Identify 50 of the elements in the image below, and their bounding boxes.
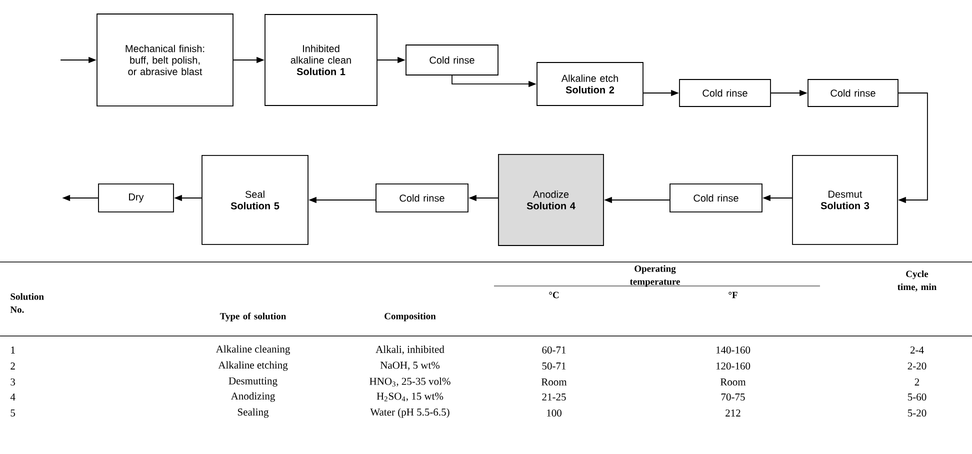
table-header: Composition bbox=[384, 312, 436, 322]
table-cell: 1 bbox=[11, 346, 15, 354]
table-cell: 21-25 bbox=[542, 393, 566, 401]
table-cell: 140-160 bbox=[716, 346, 750, 354]
table-cell: 3 bbox=[10, 378, 16, 386]
process-box: Cold rinse bbox=[376, 184, 468, 212]
table-cell: Alkaline cleaning bbox=[216, 345, 290, 355]
table-cell: 60-71 bbox=[542, 346, 566, 354]
table-cell: Water (pH 5.5-6.5) bbox=[370, 408, 450, 418]
arrow bbox=[898, 92, 928, 204]
table-cell: Alkaline etching bbox=[218, 361, 288, 371]
process-box: Desmut Solution 3 bbox=[792, 155, 898, 245]
table-cell: 5 bbox=[10, 410, 16, 416]
table-cell: Alkali, inhibited bbox=[376, 346, 444, 354]
table-cell: 2 bbox=[10, 362, 15, 370]
table-cell: 5-20 bbox=[908, 409, 926, 417]
process-box: Mechanical finish: buff, belt polish, or abrasive blast bbox=[96, 14, 234, 106]
process-box: Anodize Solution 4 bbox=[498, 154, 604, 246]
table-cell: 2 bbox=[914, 378, 920, 386]
table-cell: 120-160 bbox=[716, 362, 750, 370]
table-cell: HNO$_{3}$, 25-35 vol% bbox=[370, 378, 450, 386]
table-cell: H$_{2}$SO$_{4}$, 15 wt% bbox=[376, 392, 444, 402]
process-box: Seal Solution 5 bbox=[202, 155, 308, 245]
table-cell: 100 bbox=[547, 409, 562, 417]
process-box: Inhibited alkaline clean Solution 1 bbox=[264, 14, 378, 106]
process-box: Dry bbox=[98, 184, 174, 212]
table-cell: 70-75 bbox=[721, 393, 745, 401]
table-cell: 4 bbox=[10, 394, 16, 400]
table-header: Solution No. bbox=[10, 293, 44, 313]
process-box: Cold rinse bbox=[679, 79, 771, 107]
process-box: Cold rinse bbox=[670, 184, 762, 212]
table-cell: 50-71 bbox=[542, 362, 566, 370]
table-cell: Desmutting bbox=[228, 377, 278, 387]
table-cell: Sealing bbox=[238, 408, 269, 418]
table-cell: Anodizing bbox=[230, 392, 275, 402]
table-header: Cycle time, min bbox=[898, 270, 937, 292]
table-header: Type of solution bbox=[220, 312, 286, 322]
table-header: Operating temperature bbox=[630, 265, 680, 287]
table-cell: Room bbox=[541, 378, 567, 386]
table-cell: 5-60 bbox=[908, 393, 926, 401]
table-header: °F bbox=[728, 292, 738, 298]
table-cell: Room bbox=[720, 378, 746, 386]
table-cell: NaOH, 5 wt% bbox=[380, 362, 440, 370]
table-cell: 212 bbox=[726, 410, 740, 416]
process-box: Alkaline etch Solution 2 bbox=[536, 62, 644, 106]
process-box: Cold rinse bbox=[808, 79, 898, 107]
table-cell: 2-20 bbox=[908, 362, 926, 370]
table-header: °C bbox=[549, 292, 559, 298]
table-cell: 2-4 bbox=[910, 346, 924, 354]
process-box: Cold rinse bbox=[406, 44, 498, 76]
